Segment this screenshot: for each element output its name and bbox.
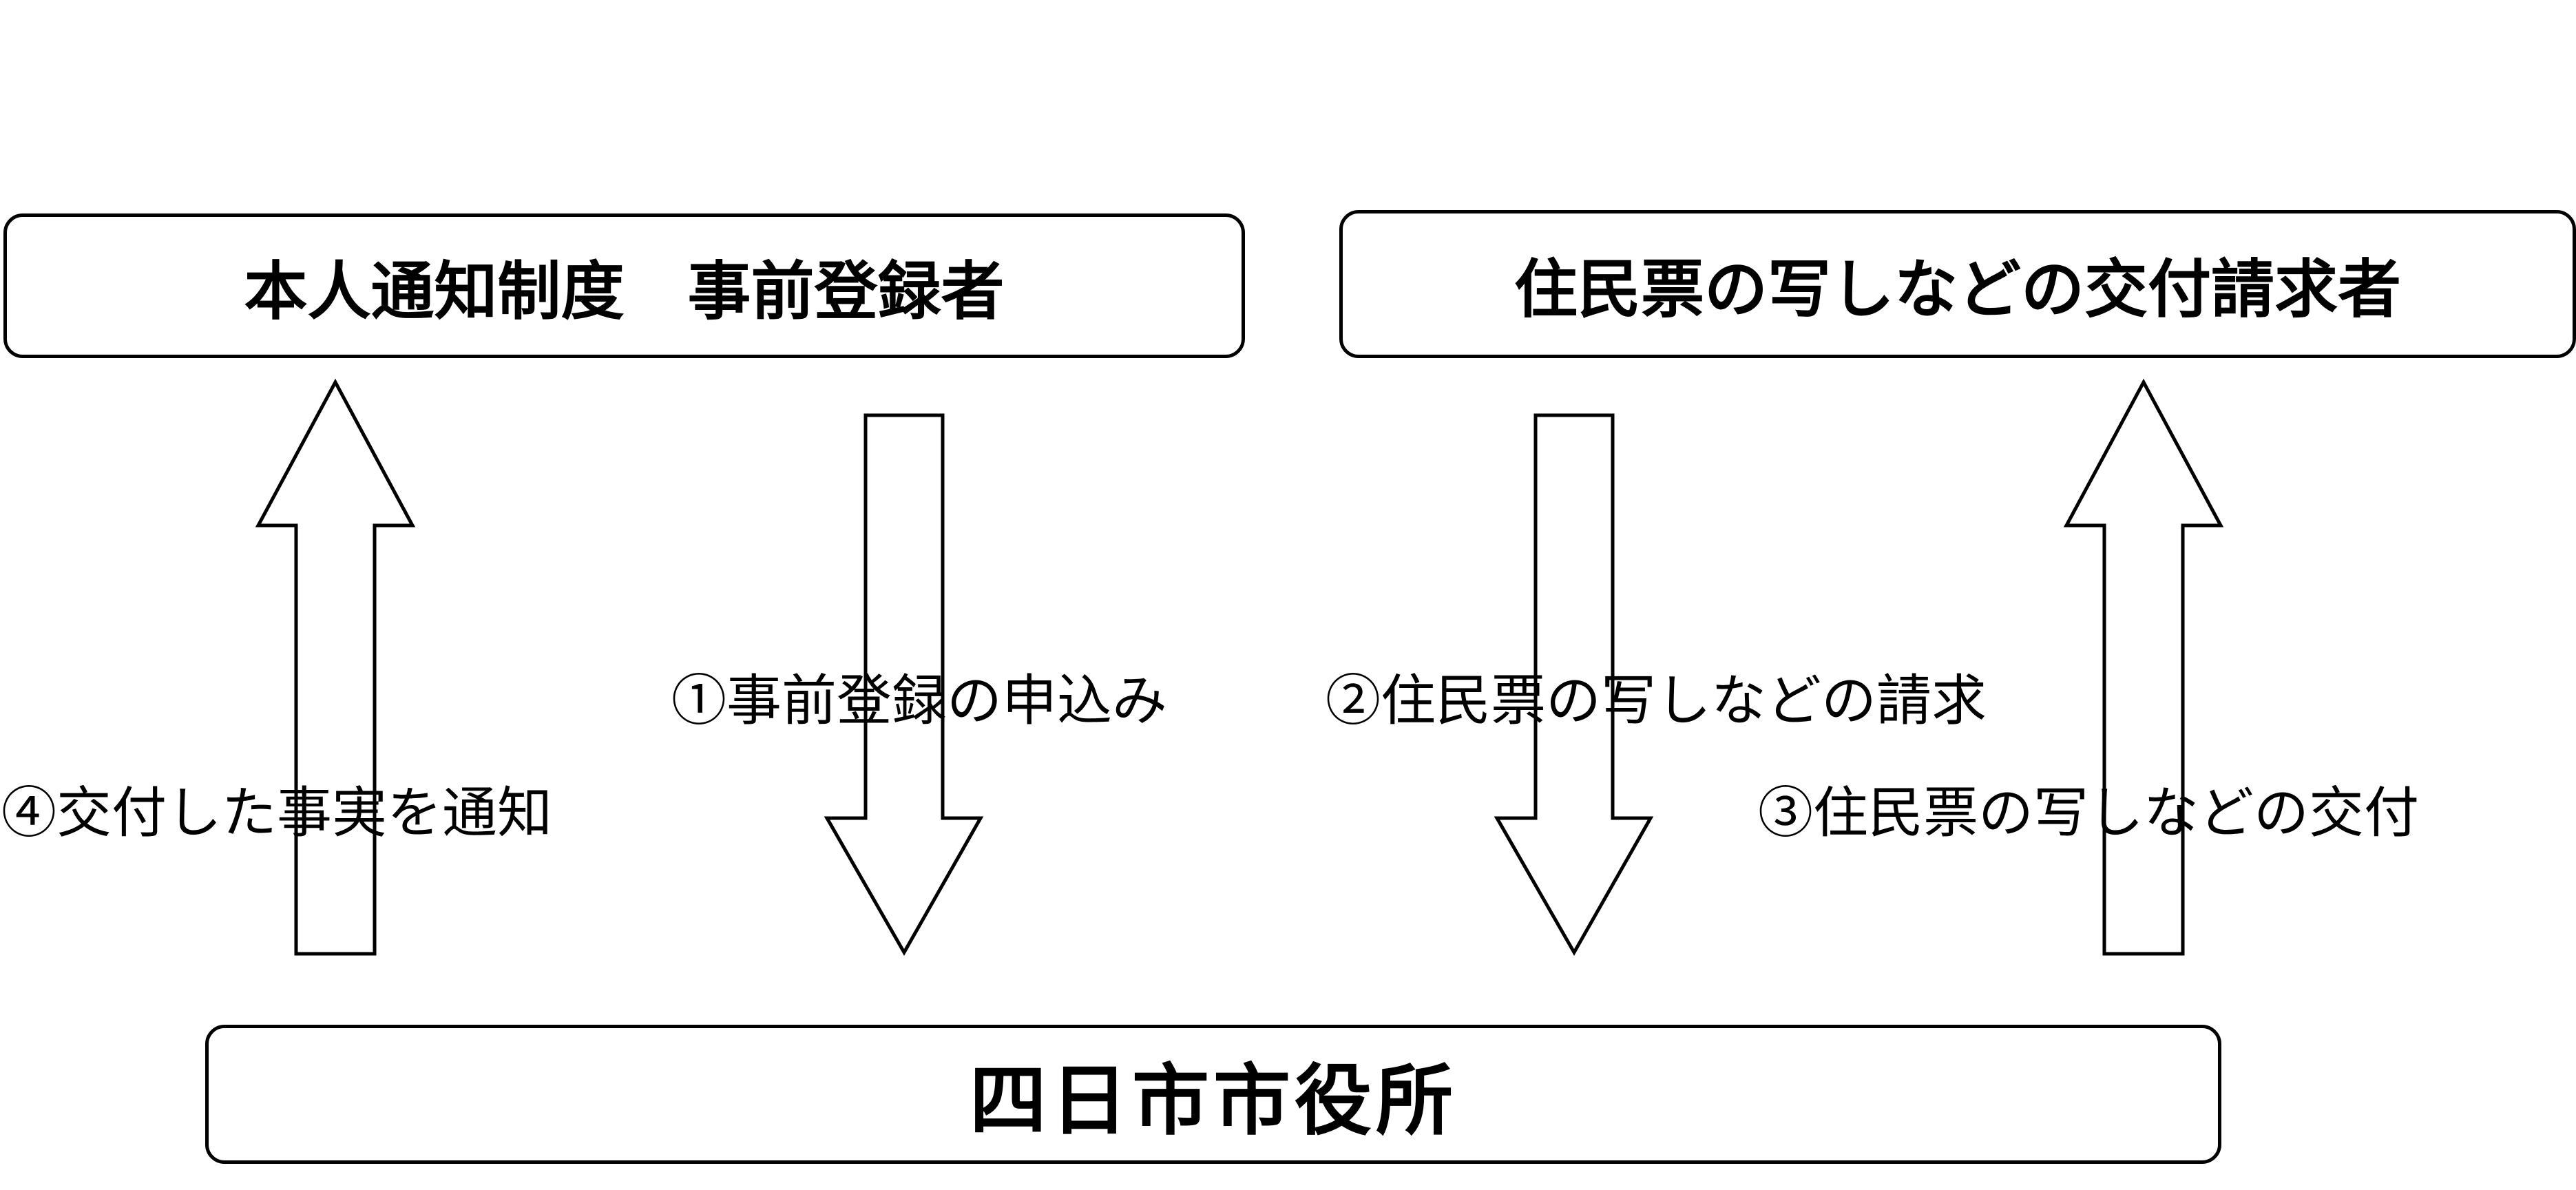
city-office-title: 四日市市役所: [970, 1056, 1457, 1146]
arrow-up-issue: [2063, 378, 2224, 956]
registrant-title: 本人通知制度 事前登録者: [244, 254, 1005, 328]
step-4-label: ④交付した事実を通知: [1, 781, 552, 845]
arrow-up-notify: [255, 378, 416, 956]
step-3-label: ③住民票の写しなどの交付: [1758, 781, 2419, 845]
arrow-down-register: [824, 413, 984, 957]
city-office-box: 四日市市役所: [205, 1025, 2221, 1164]
step-2-label: ②住民票の写しなどの請求: [1326, 669, 1987, 733]
arrow-down-request: [1494, 413, 1654, 957]
registrant-box: 本人通知制度 事前登録者: [3, 213, 1245, 358]
step-1-label: ①事前登録の申込み: [671, 669, 1167, 733]
requester-title: 住民票の写しなどの交付請求者: [1514, 253, 2401, 326]
requester-box: 住民票の写しなどの交付請求者: [1339, 210, 2576, 358]
